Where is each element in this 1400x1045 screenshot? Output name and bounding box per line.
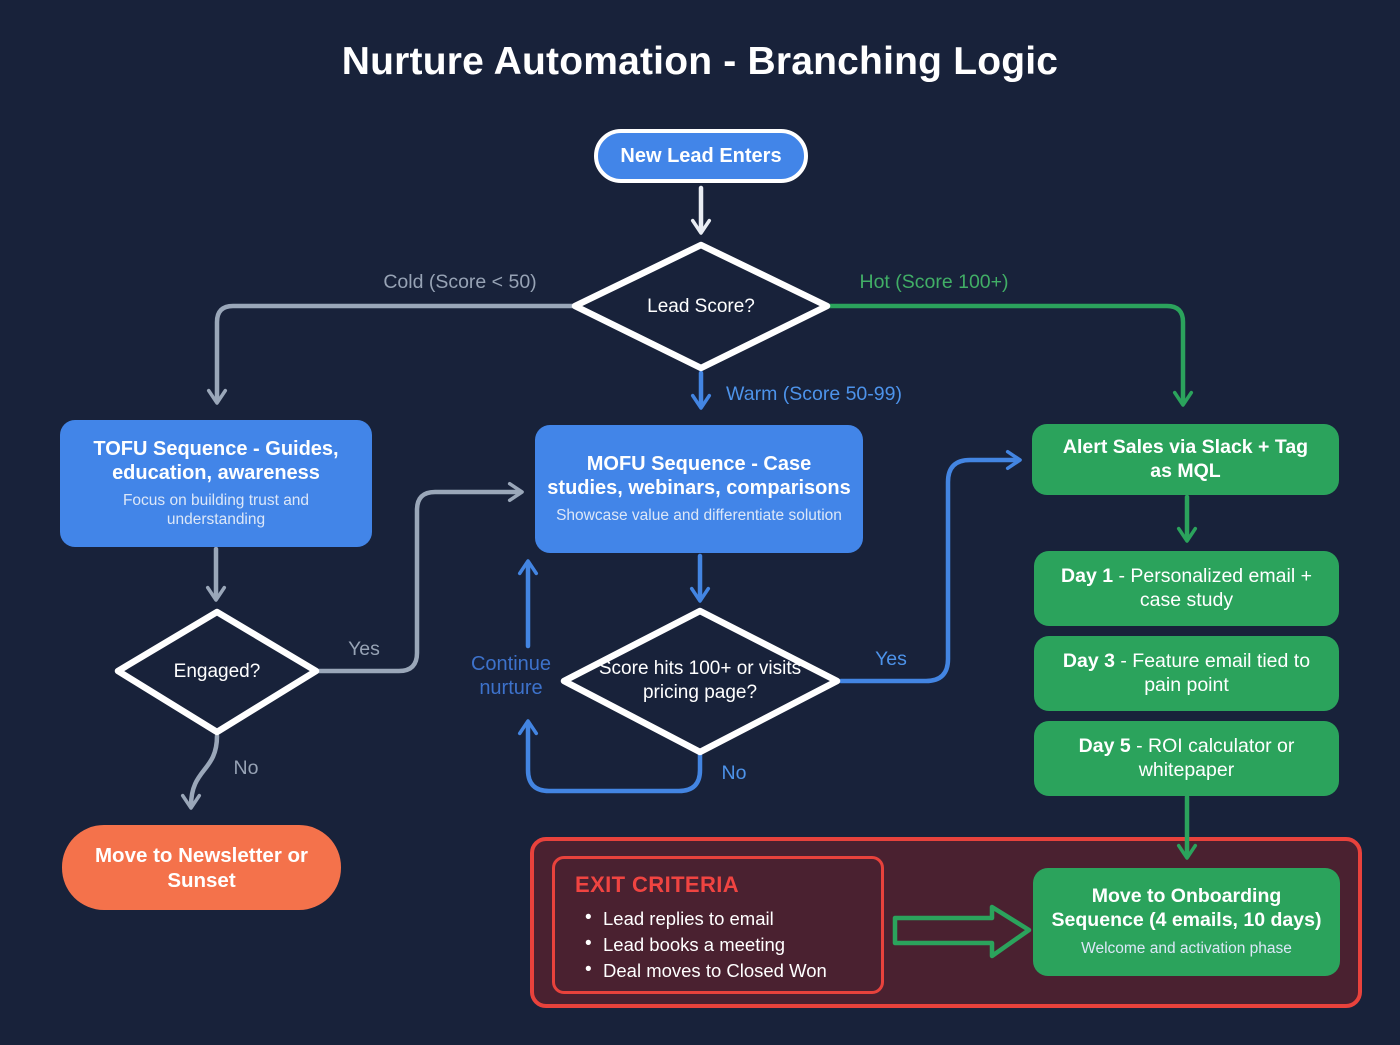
day3-rest: - Feature email tied to pain point bbox=[1114, 649, 1311, 696]
edge-engaged-yes bbox=[316, 481, 524, 674]
onboarding-subtitle: Welcome and activation phase bbox=[1081, 939, 1292, 957]
alert-sales-title: Alert Sales via Slack + Tag as MQL bbox=[1062, 435, 1309, 482]
day5-node: Day 5 - ROI calculator or whitepaper bbox=[1034, 721, 1339, 796]
mofu-title: MOFU Sequence - Case studies, webinars, … bbox=[547, 452, 851, 500]
warm-branch-label: Warm (Score 50-99) bbox=[726, 383, 902, 405]
edge-scorecheck-no-loop bbox=[517, 719, 703, 794]
tofu-node: TOFU Sequence - Guides, education, aware… bbox=[60, 420, 372, 547]
exit-criteria-box: EXIT CRITERIA Lead replies to email Lead… bbox=[552, 856, 884, 994]
mofu-subtitle: Showcase value and differentiate solutio… bbox=[556, 507, 842, 525]
day1-rest: - Personalized email + case study bbox=[1113, 564, 1312, 611]
mofu-node: MOFU Sequence - Case studies, webinars, … bbox=[535, 425, 863, 553]
day1-node: Day 1 - Personalized email + case study bbox=[1034, 551, 1339, 626]
cold-branch-label: Cold (Score < 50) bbox=[383, 271, 537, 293]
newsletter-label: Move to Newsletter or Sunset bbox=[94, 843, 309, 892]
page-title: Nurture Automation - Branching Logic bbox=[341, 40, 1059, 83]
exit-criteria-list: Lead replies to email Lead books a meeti… bbox=[583, 905, 865, 984]
edge-engaged-no bbox=[180, 733, 220, 810]
tofu-subtitle: Focus on building trust and understandin… bbox=[122, 492, 310, 529]
exit-criteria-title: EXIT CRITERIA bbox=[575, 872, 740, 897]
day1-text: Day 1 - Personalized email + case study bbox=[1034, 565, 1339, 613]
hot-branch-label: Hot (Score 100+) bbox=[859, 271, 1009, 293]
day3-text: Day 3 - Feature email tied to pain point bbox=[1034, 650, 1339, 698]
exit-criteria-item: Lead books a meeting bbox=[583, 931, 865, 958]
onboarding-title: Move to Onboarding Sequence (4 emails, 1… bbox=[1051, 885, 1322, 932]
lead-score-label: Lead Score? bbox=[647, 296, 755, 318]
exit-to-onboarding-arrow-icon bbox=[892, 904, 1032, 959]
day1-prefix: Day 1 bbox=[1061, 564, 1114, 587]
day5-rest: - ROI calculator or whitepaper bbox=[1130, 734, 1295, 781]
tofu-title: TOFU Sequence - Guides, education, aware… bbox=[93, 437, 339, 485]
score-check-diamond bbox=[560, 607, 841, 756]
engaged-no-label: No bbox=[233, 757, 259, 779]
lead-score-diamond bbox=[571, 241, 831, 372]
score-check-label: Score hits 100+ or visits pricing page? bbox=[598, 658, 802, 703]
exit-criteria-item: Lead replies to email bbox=[583, 905, 865, 932]
onboarding-node: Move to Onboarding Sequence (4 emails, 1… bbox=[1033, 868, 1340, 976]
score-yes-label: Yes bbox=[875, 648, 907, 670]
edge-scorecheck-yes bbox=[838, 449, 1022, 684]
engaged-diamond bbox=[114, 608, 320, 736]
start-node-label: New Lead Enters bbox=[620, 144, 782, 167]
engaged-yes-label: Yes bbox=[348, 638, 380, 660]
day3-prefix: Day 3 bbox=[1062, 649, 1115, 672]
alert-sales-node: Alert Sales via Slack + Tag as MQL bbox=[1032, 424, 1339, 495]
newsletter-node: Move to Newsletter or Sunset bbox=[62, 825, 341, 910]
engaged-label: Engaged? bbox=[173, 661, 261, 683]
day5-text: Day 5 - ROI calculator or whitepaper bbox=[1034, 735, 1339, 783]
exit-criteria-item: Deal moves to Closed Won bbox=[583, 957, 865, 984]
continue-nurture-label: Continue nurture bbox=[470, 653, 552, 699]
edge-cold-branch bbox=[206, 303, 577, 405]
start-node: New Lead Enters bbox=[594, 129, 808, 183]
score-no-label: No bbox=[721, 762, 747, 784]
day3-node: Day 3 - Feature email tied to pain point bbox=[1034, 636, 1339, 711]
day5-prefix: Day 5 bbox=[1078, 734, 1131, 757]
edge-hot-branch bbox=[826, 303, 1194, 407]
